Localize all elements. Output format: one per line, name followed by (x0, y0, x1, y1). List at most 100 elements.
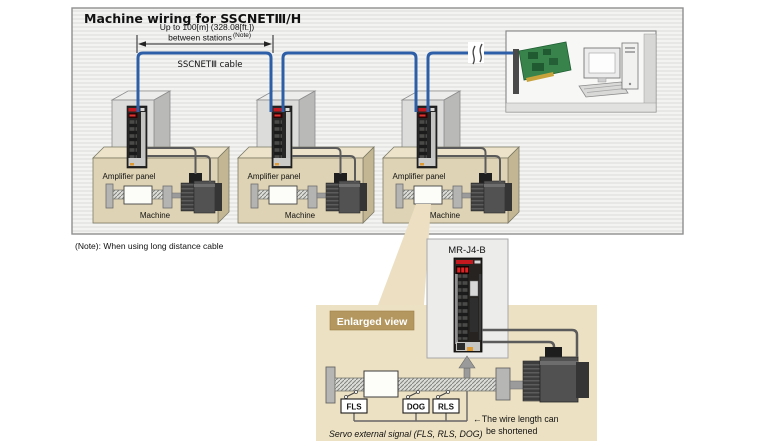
sscnet-cables (136, 51, 513, 112)
dimension-length-label: Up to 100[m] (328.08[ft.]) (160, 22, 255, 32)
screw-bearing-block (495, 367, 511, 401)
coupling-shaft (171, 192, 183, 199)
motor-fins (470, 182, 485, 212)
coupling-shaft (509, 380, 525, 390)
servo-amplifier-icon (416, 105, 438, 169)
switch-label: RLS (438, 403, 455, 412)
amp-connector-column (419, 120, 427, 158)
external-signal-wire (353, 380, 468, 422)
motor-fins (325, 182, 340, 212)
amp-connector-column (129, 120, 137, 158)
sscnet-cable-1 (136, 51, 273, 112)
amplifier-panel-label: Amplifier panel (393, 172, 446, 181)
motor-end-cap (576, 362, 589, 398)
amp-display-digits (419, 114, 426, 117)
enlarged-view-badge (329, 310, 415, 331)
screw-carriage (123, 185, 153, 205)
switch-contact (354, 390, 358, 394)
servo-external-signal-caption: Servo external signal (FLS, RLS, DOG) (329, 429, 483, 439)
amp-connector-column (457, 273, 469, 341)
screw-bearing-block (452, 185, 463, 209)
card-edge-connector (526, 72, 554, 82)
amp-bottom-section (456, 342, 480, 351)
limit-switch-dog: DOG (402, 390, 430, 414)
motor-highlight (484, 184, 505, 187)
switch-label: FLS (346, 403, 362, 412)
arrow-head (458, 355, 476, 369)
screw-end-flange (395, 183, 404, 209)
servo-station-3: Amplifier panel Machine (382, 90, 520, 224)
servo-motor-icon (325, 173, 367, 214)
servo-amplifier-icon (271, 105, 293, 169)
sscnet-cable-2 (281, 51, 418, 112)
screw-shaft (334, 377, 499, 392)
amp-bottom-connector (457, 343, 465, 350)
amp-side-strip (286, 112, 291, 158)
amp-left-rail (455, 274, 458, 344)
switch-contact (416, 390, 420, 394)
break-gap (468, 42, 484, 63)
card-chip (528, 52, 538, 59)
amp-connector-column (274, 120, 282, 158)
card-bracket (513, 49, 519, 94)
wire-length-note-line1: ←The wire length can (473, 414, 559, 424)
amp-bottom-marker (130, 163, 134, 166)
servo-motor-icon (180, 173, 222, 214)
amp-label (285, 108, 290, 111)
page-title: Machine wiring for SSCNETⅢ/H (84, 11, 301, 26)
amp-display-digit (461, 267, 465, 273)
ball-screw-icon (250, 183, 328, 209)
switch-box (340, 398, 368, 414)
amp-label (140, 108, 145, 111)
amp-display-digit (457, 267, 461, 273)
enlarged-servo-motor-icon (522, 347, 589, 403)
distance-dimension: Up to 100[m] (328.08[ft.]) between stati… (136, 22, 274, 53)
dimension-note-superscript: (Note) (233, 32, 251, 39)
amp-brand-strip (128, 108, 140, 112)
pc-enclosure-floor (505, 102, 657, 113)
break-squiggle (479, 43, 483, 63)
amp-bottom-marker (420, 163, 424, 166)
tower-drive-slot (625, 47, 635, 49)
switch-contact (406, 395, 410, 399)
screw-end-flange (250, 183, 259, 209)
motor-power-wire (292, 155, 356, 182)
amp-side-strip (141, 112, 146, 158)
amplifier-panel-label: Amplifier panel (248, 172, 301, 181)
motor-end-cap (360, 183, 367, 211)
enlarged-view-badge-label: Enlarged view (337, 316, 408, 328)
switch-box (402, 398, 430, 414)
cable-break-icon (468, 42, 484, 65)
controller-pc-station (505, 30, 657, 113)
amp-mid-section (470, 298, 478, 332)
amplifier-panel-label: Amplifier panel (103, 172, 156, 181)
machine-label: Machine (430, 211, 461, 220)
monitor-screen (588, 52, 616, 74)
ball-screw-icon (105, 183, 183, 209)
enlarged-ball-screw-icon (325, 366, 525, 404)
motor-end-cap (505, 183, 512, 211)
card-chip (543, 49, 551, 55)
motor-fins (180, 182, 195, 212)
servo-motor-icon (470, 173, 512, 214)
amp-bottom-section (128, 158, 146, 166)
motor-highlight (339, 184, 360, 187)
motor-highlight (194, 184, 215, 187)
limit-switch-fls: FLS (340, 390, 368, 414)
monitor-stand (597, 77, 607, 83)
keyboard-keys (583, 84, 626, 93)
switch-contact (436, 395, 440, 399)
servo-amplifier-icon (126, 105, 148, 169)
coupling-shaft (316, 192, 328, 199)
amp-cn-connector (469, 280, 479, 297)
ball-screw-icon (395, 183, 473, 209)
coupling-shaft (461, 192, 473, 199)
motor-connector (545, 347, 562, 359)
encoder-cable-wire (292, 147, 342, 174)
switch-label: DOG (407, 403, 425, 412)
screw-bearing-block (162, 185, 173, 209)
amp-label (474, 260, 481, 264)
machine-label: Machine (285, 211, 316, 220)
screw-bearing-block (307, 185, 318, 209)
